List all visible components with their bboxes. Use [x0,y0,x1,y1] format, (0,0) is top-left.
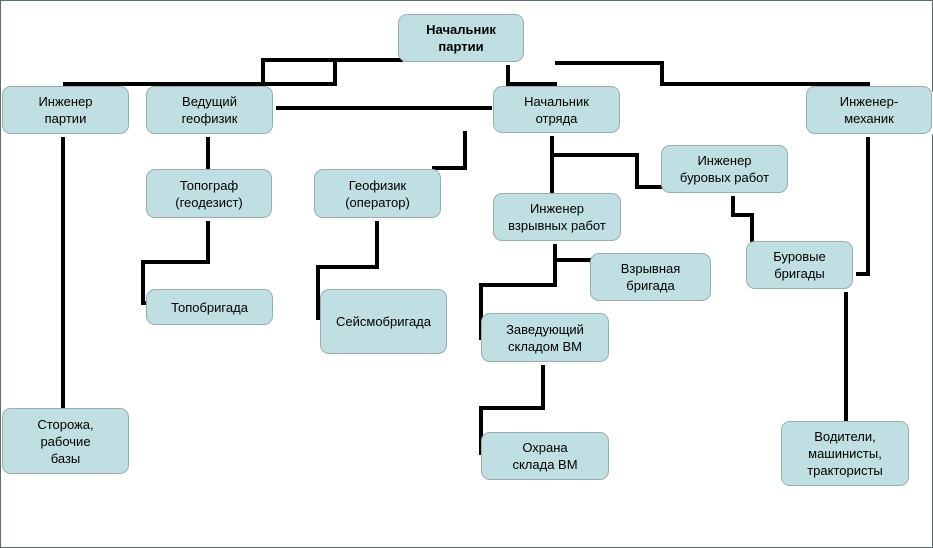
connector-line [555,61,870,88]
connector-line [553,240,594,278]
node-mech-engineer: Инженер- механик [806,86,932,134]
node-guard: Охрана склада ВМ [481,432,609,480]
connector-line [141,217,210,305]
node-squad-head: Начальник отряда [493,86,620,133]
node-geophysicist: Геофизик (оператор) [314,169,441,218]
node-topo-crew: Топобригада [146,289,273,325]
node-warehouse-head: Заведующий складом ВМ [481,313,609,362]
node-drivers: Водители, машинисты, трактористы [781,421,909,486]
connector-line [852,132,870,276]
node-party-engineer: Инженер партии [2,86,129,134]
node-party-head: Начальник партии [398,14,524,62]
node-topographer: Топограф (геодезист) [146,169,272,218]
connector-line [316,217,379,320]
connector-line [506,63,557,88]
node-seismo-crew: Сейсмобригада [320,289,447,354]
connector-line [731,192,754,242]
node-drill-crews: Буровые бригады [746,241,853,289]
connector-line [552,153,662,189]
connector-line [206,60,337,88]
node-blast-crew: Взрывная бригада [590,253,711,301]
node-blasting-engineer: Инженер взрывных работ [493,193,621,241]
connector-line [432,131,467,170]
node-watchmen: Сторожа, рабочие базы [2,408,129,474]
node-drilling-engineer: Инженер буровых работ [661,145,788,193]
node-lead-geophysicist: Ведущий геофизик [146,86,273,134]
